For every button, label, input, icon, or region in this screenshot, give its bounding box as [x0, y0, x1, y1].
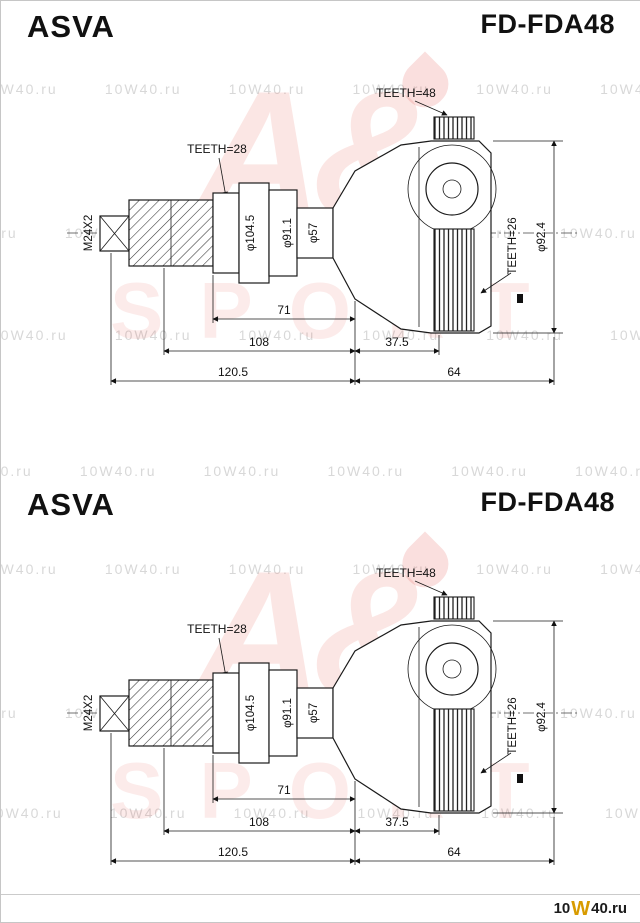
teeth28-label: TEETH=28 [187, 142, 247, 156]
teeth28-label: TEETH=28 [187, 622, 247, 636]
dim-37-label: 37.5 [385, 335, 409, 349]
dim-37-label: 37.5 [385, 815, 409, 829]
thread-label: M24X2 [83, 215, 95, 251]
part-number: FD-FDA48 [480, 9, 615, 39]
thread-label: M24X2 [83, 695, 95, 731]
site-logo-prefix: 10 [553, 900, 571, 917]
teeth48-label: TEETH=48 [376, 566, 436, 580]
dia-104-label: φ104.5 [245, 215, 257, 251]
bottom-dimensions [110, 733, 555, 865]
joint-body-steps [212, 182, 334, 284]
brand-logo: ASVA [27, 9, 115, 44]
watermark-row: 10W40.ru 10W40.ru 10W40.ru 10W40.ru 10W4… [0, 463, 640, 479]
dim-120-label: 120.5 [218, 365, 248, 379]
abs-ring-teeth48 [433, 116, 475, 140]
part-number: FD-FDA48 [480, 487, 615, 517]
bell-housing [332, 596, 523, 814]
teeth28-leader [218, 637, 228, 678]
threaded-shaft-end [99, 215, 130, 252]
dim-71-label: 71 [277, 303, 291, 317]
joint-body-steps [212, 662, 334, 764]
dia-57-label: φ57 [308, 223, 320, 243]
footer-bar: 10 W 40.ru [1, 894, 640, 922]
brand-logo: ASVA [27, 487, 115, 522]
dim-120-label: 120.5 [218, 845, 248, 859]
dim-108-label: 108 [249, 815, 269, 829]
splined-shaft [128, 199, 214, 267]
abs-ring-teeth48 [433, 596, 475, 620]
teeth26-leader [480, 752, 512, 774]
cv-joint-technical-drawing: M24X2 TEETH=28 φ104.5 φ91.1 φ57 [67, 86, 579, 385]
dia-92-label: φ92.4 [536, 701, 548, 731]
teeth48-leader [414, 100, 448, 116]
dim-71-label: 71 [277, 783, 291, 797]
teeth26-label: TEETH=26 [507, 217, 519, 274]
dia-104-label: φ104.5 [245, 695, 257, 731]
dia-92-dimension [493, 620, 563, 814]
stub-spline-teeth26 [433, 228, 475, 332]
teeth28-leader [218, 157, 228, 198]
dia-92-dimension [493, 140, 563, 334]
dia-57-label: φ57 [308, 703, 320, 723]
dia-91-label: φ91.1 [282, 698, 294, 728]
bottom-dimensions [110, 253, 555, 385]
section-header: ASVA FD-FDA48 [1, 9, 640, 45]
teeth48-leader [414, 580, 448, 596]
dia-92-label: φ92.4 [536, 221, 548, 251]
teeth26-leader [480, 272, 512, 294]
teeth26-label: TEETH=26 [507, 697, 519, 754]
site-logo-w: W [571, 897, 591, 920]
bell-housing [332, 116, 523, 334]
dim-64-label: 64 [447, 845, 461, 859]
dim-108-label: 108 [249, 335, 269, 349]
threaded-shaft-end [99, 695, 130, 732]
teeth48-label: TEETH=48 [376, 86, 436, 100]
site-logo-suffix: 40.ru [591, 900, 627, 917]
splined-shaft [128, 679, 214, 747]
dim-64-label: 64 [447, 365, 461, 379]
stub-spline-teeth26 [433, 708, 475, 812]
dia-91-label: φ91.1 [282, 218, 294, 248]
cv-joint-technical-drawing: M24X2 TEETH=28 φ104.5 φ91.1 φ57 TEETH=48 [67, 566, 579, 865]
section-header: ASVA FD-FDA48 [1, 487, 640, 523]
